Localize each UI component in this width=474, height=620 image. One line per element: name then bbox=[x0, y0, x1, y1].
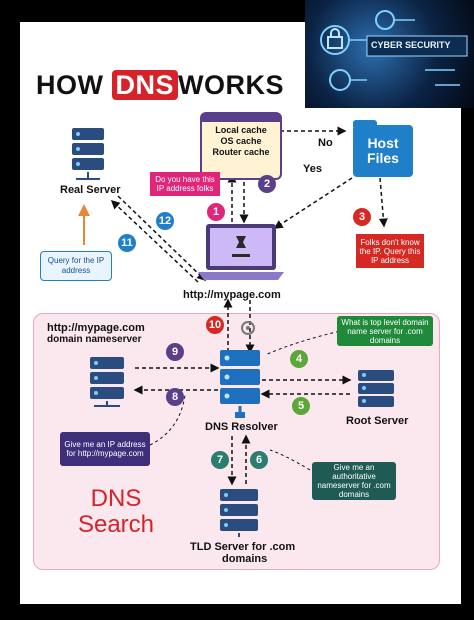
tld-server-icon bbox=[220, 489, 258, 537]
note-query-for-ip: Query for the IP address bbox=[40, 251, 112, 281]
step-11-badge: 11 bbox=[118, 234, 136, 252]
step-10-badge: 10 bbox=[206, 316, 224, 334]
folder-tab-icon bbox=[353, 120, 377, 127]
title-highlight: DNS bbox=[111, 70, 179, 100]
dns-resolver-icon bbox=[220, 350, 260, 418]
dns-resolver-label: DNS Resolver bbox=[205, 421, 278, 433]
laptop-icon bbox=[198, 224, 284, 280]
cyber-security-banner: CYBER SECURITY bbox=[305, 0, 474, 108]
banner-text: CYBER SECURITY bbox=[371, 40, 451, 50]
lock-circuit-icon bbox=[320, 10, 468, 91]
tld-server-line1: TLD Server for .com bbox=[190, 541, 296, 553]
step-3-badge: 3 bbox=[353, 208, 371, 226]
host-files-label: Host Files bbox=[367, 135, 399, 166]
step-5-badge: 5 bbox=[292, 397, 310, 415]
dns-search-line1: DNS bbox=[90, 485, 142, 512]
step-7-badge: 7 bbox=[211, 451, 229, 469]
tld-server-line2: domains bbox=[222, 553, 268, 565]
title-prefix: HOW bbox=[36, 70, 104, 100]
host-files-box: Host Files bbox=[353, 120, 413, 177]
step-8-badge: 8 bbox=[166, 388, 184, 406]
no-label: No bbox=[318, 137, 333, 149]
step-1-badge: 1 bbox=[207, 203, 225, 221]
note-folks-dont-know: Folks don't know the IP. Query this IP a… bbox=[356, 234, 424, 268]
title-suffix: WORKS bbox=[178, 70, 285, 100]
step-6-badge: 6 bbox=[250, 451, 268, 469]
cache-line-os: OS cache bbox=[220, 136, 262, 146]
real-server-label: Real Server bbox=[60, 184, 121, 196]
step-4-badge: 4 bbox=[290, 350, 308, 368]
step-12-badge: 12 bbox=[156, 212, 174, 230]
step-2-badge: 2 bbox=[258, 175, 276, 193]
cache-line-router: Router cache bbox=[212, 147, 270, 157]
cache-line-local: Local cache bbox=[215, 125, 267, 135]
cache-box: Local cache OS cache Router cache bbox=[200, 112, 282, 180]
laptop-url: http://mypage.com bbox=[183, 289, 281, 301]
step-9-badge: 9 bbox=[166, 343, 184, 361]
real-server-icon bbox=[72, 128, 104, 180]
dns-search-heading: DNS Search bbox=[68, 486, 164, 538]
nameserver-line2: domain nameserver bbox=[47, 334, 142, 345]
gear-icon bbox=[241, 321, 255, 335]
root-server-icon bbox=[358, 370, 394, 407]
nameserver-icon bbox=[90, 357, 124, 407]
dns-search-line2: Search bbox=[77, 511, 155, 538]
root-server-label: Root Server bbox=[346, 415, 409, 427]
nameserver-line1: http://mypage.com bbox=[47, 322, 145, 334]
yes-label: Yes bbox=[303, 163, 322, 175]
note-give-me-auth: Give me an authoritative nameserver for … bbox=[312, 462, 396, 500]
note-give-me-ip: Give me an IP address for http://mypage.… bbox=[60, 432, 150, 466]
note-what-is-top-level: What is top level domain name server for… bbox=[337, 316, 433, 346]
note-do-you-have-ip: Do you have this IP address folks bbox=[150, 172, 220, 196]
